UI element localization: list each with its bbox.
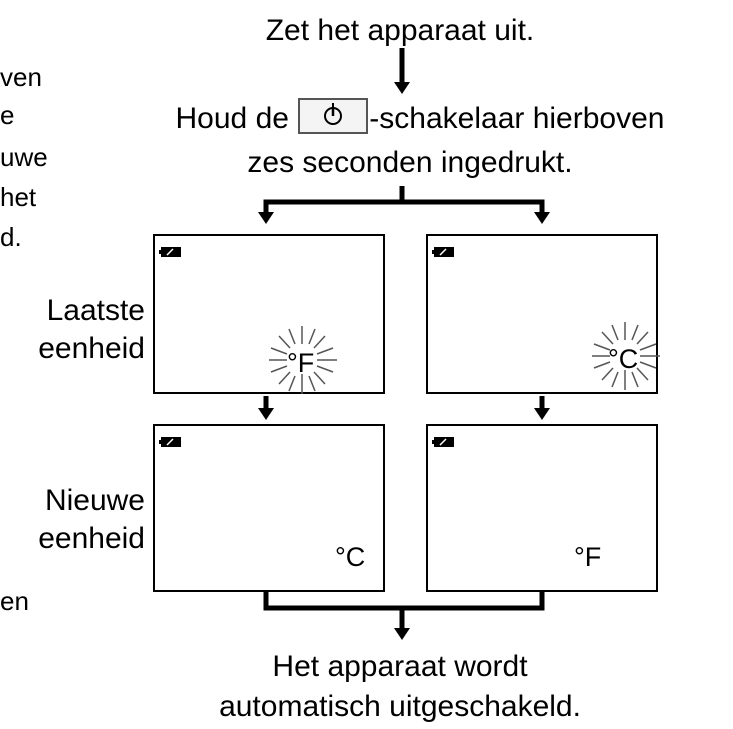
unit-fahrenheit-flashing: °F <box>287 348 315 378</box>
step-hold-button: Houd de -schakelaar hierboven <box>110 98 730 136</box>
battery-icon <box>432 437 454 447</box>
left-text-fragment-1: ven <box>0 62 42 92</box>
battery-icon <box>159 437 181 447</box>
left-text-fragment-5: d. <box>0 222 22 252</box>
row-label-new-2: eenheid <box>38 522 145 555</box>
display-last-unit-f: °F <box>153 234 385 394</box>
row-label-last-2: eenheid <box>38 332 145 365</box>
display-new-unit-f: °F <box>426 424 658 592</box>
flash-burst-icon <box>269 326 337 394</box>
row-label-last-1: Laatste <box>46 294 145 327</box>
arrow-down-icon <box>258 82 550 640</box>
left-text-fragment-3: uwe <box>0 142 48 172</box>
power-icon <box>324 103 343 125</box>
left-text-fragment-4: het <box>0 182 37 212</box>
left-text-fragment-2: e <box>0 100 15 130</box>
unit-celsius-flashing: °C <box>608 344 639 374</box>
step-turn-off: Zet het apparaat uit. <box>265 14 535 47</box>
result-line1: Het apparaat wordt <box>272 650 528 683</box>
unit-celsius: °C <box>335 542 366 572</box>
hold-suffix: -schakelaar hierboven <box>369 102 665 135</box>
display-last-unit-c: °C <box>426 234 660 394</box>
hold-prefix: Houd de <box>175 102 289 135</box>
power-button-symbol <box>298 98 369 134</box>
flash-burst-icon <box>592 322 660 390</box>
display-new-unit-c: °C <box>153 424 385 592</box>
left-text-fragment-6: en <box>0 586 29 616</box>
battery-icon <box>159 247 181 257</box>
battery-icon <box>432 247 454 257</box>
row-label-new-1: Nieuwe <box>44 484 145 517</box>
step-hold-line2: zes seconden ingedrukt. <box>247 146 573 179</box>
result-line2: automatisch uitgeschakeld. <box>219 690 581 723</box>
unit-fahrenheit: °F <box>574 542 602 572</box>
